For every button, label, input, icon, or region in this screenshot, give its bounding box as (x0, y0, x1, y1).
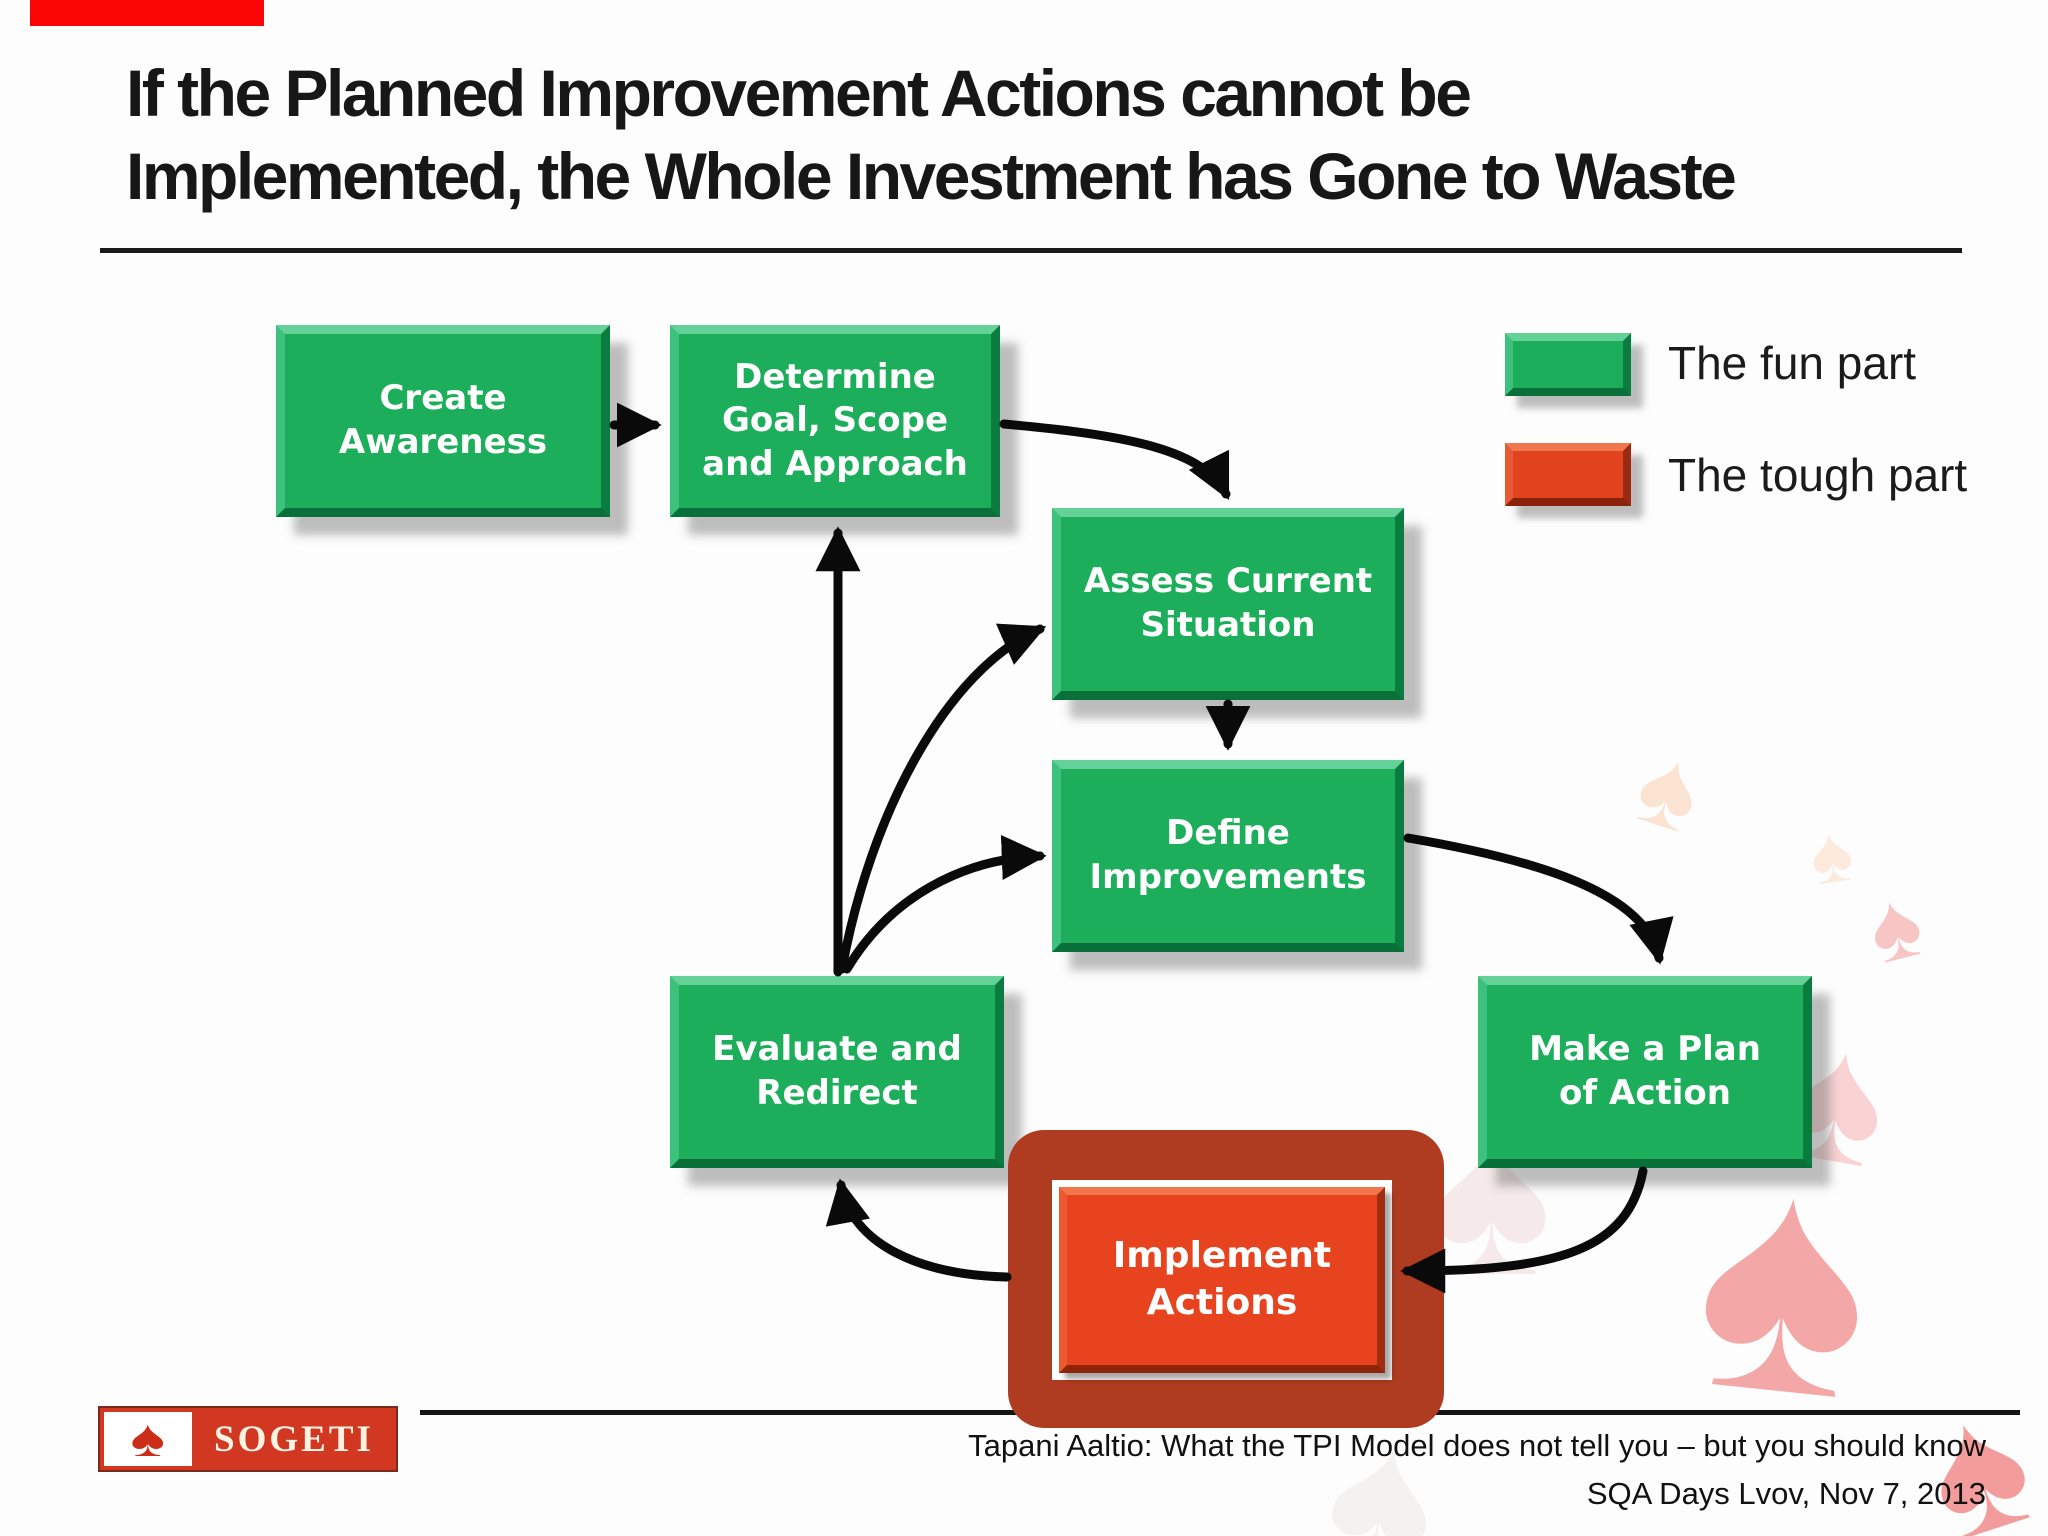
red-accent-bar (30, 0, 264, 26)
legend-fun-label: The fun part (1668, 337, 1917, 389)
spade-decoration (1624, 729, 1714, 852)
node-label: Define Improvements (1089, 813, 1367, 897)
legend-tough-label: The tough part (1668, 449, 1968, 501)
logo-text: SOGETI (214, 1418, 374, 1460)
node-determine-goal: Determine Goal, Scope and Approach (670, 325, 1000, 517)
arrow-determine-to-assess (999, 419, 1231, 501)
node-make-plan: Make a Plan of Action (1478, 976, 1812, 1168)
node-label: Assess Current Situation (1083, 561, 1373, 645)
spade-decoration (1859, 875, 1931, 979)
node-label: Implement Actions (1112, 1235, 1332, 1323)
event-text: SQA Days Lvov, Nov 7, 2013 (1586, 1476, 1986, 1511)
node-label: Create Awareness (338, 378, 548, 462)
legend-fun-swatch (1505, 333, 1631, 396)
node-label: Evaluate and Redirect (712, 1029, 962, 1113)
node-define-improvements: Define Improvements (1052, 760, 1404, 952)
spade-icon (131, 1413, 166, 1465)
attribution-text: Tapani Aaltio: What the TPI Model does n… (968, 1428, 1986, 1463)
slide-title: If the Planned Improvement Actions canno… (126, 56, 1737, 214)
title-underline (100, 248, 1962, 253)
node-implement-actions: Implement Actions (1059, 1187, 1385, 1373)
sogeti-logo: SOGETI (98, 1406, 398, 1472)
arrow-define-to-makeplan (1403, 833, 1674, 965)
spade-decoration (1805, 812, 1858, 897)
arrow-evaluate-to-define (842, 835, 1047, 974)
implement-actions-border: Implement Actions (1052, 1180, 1392, 1380)
node-assess-current: Assess Current Situation (1052, 508, 1404, 700)
legend-tough-swatch (1505, 443, 1631, 506)
node-create-awareness: Create Awareness (276, 325, 610, 517)
arrow-evaluate-to-assess (837, 623, 1047, 974)
arrow-implement-to-evaluate (825, 1178, 1012, 1282)
node-evaluate-redirect: Evaluate and Redirect (670, 976, 1004, 1168)
node-label: Determine Goal, Scope and Approach (702, 356, 968, 484)
logo-spade-cell (104, 1412, 192, 1466)
node-label: Make a Plan of Action (1529, 1029, 1761, 1113)
